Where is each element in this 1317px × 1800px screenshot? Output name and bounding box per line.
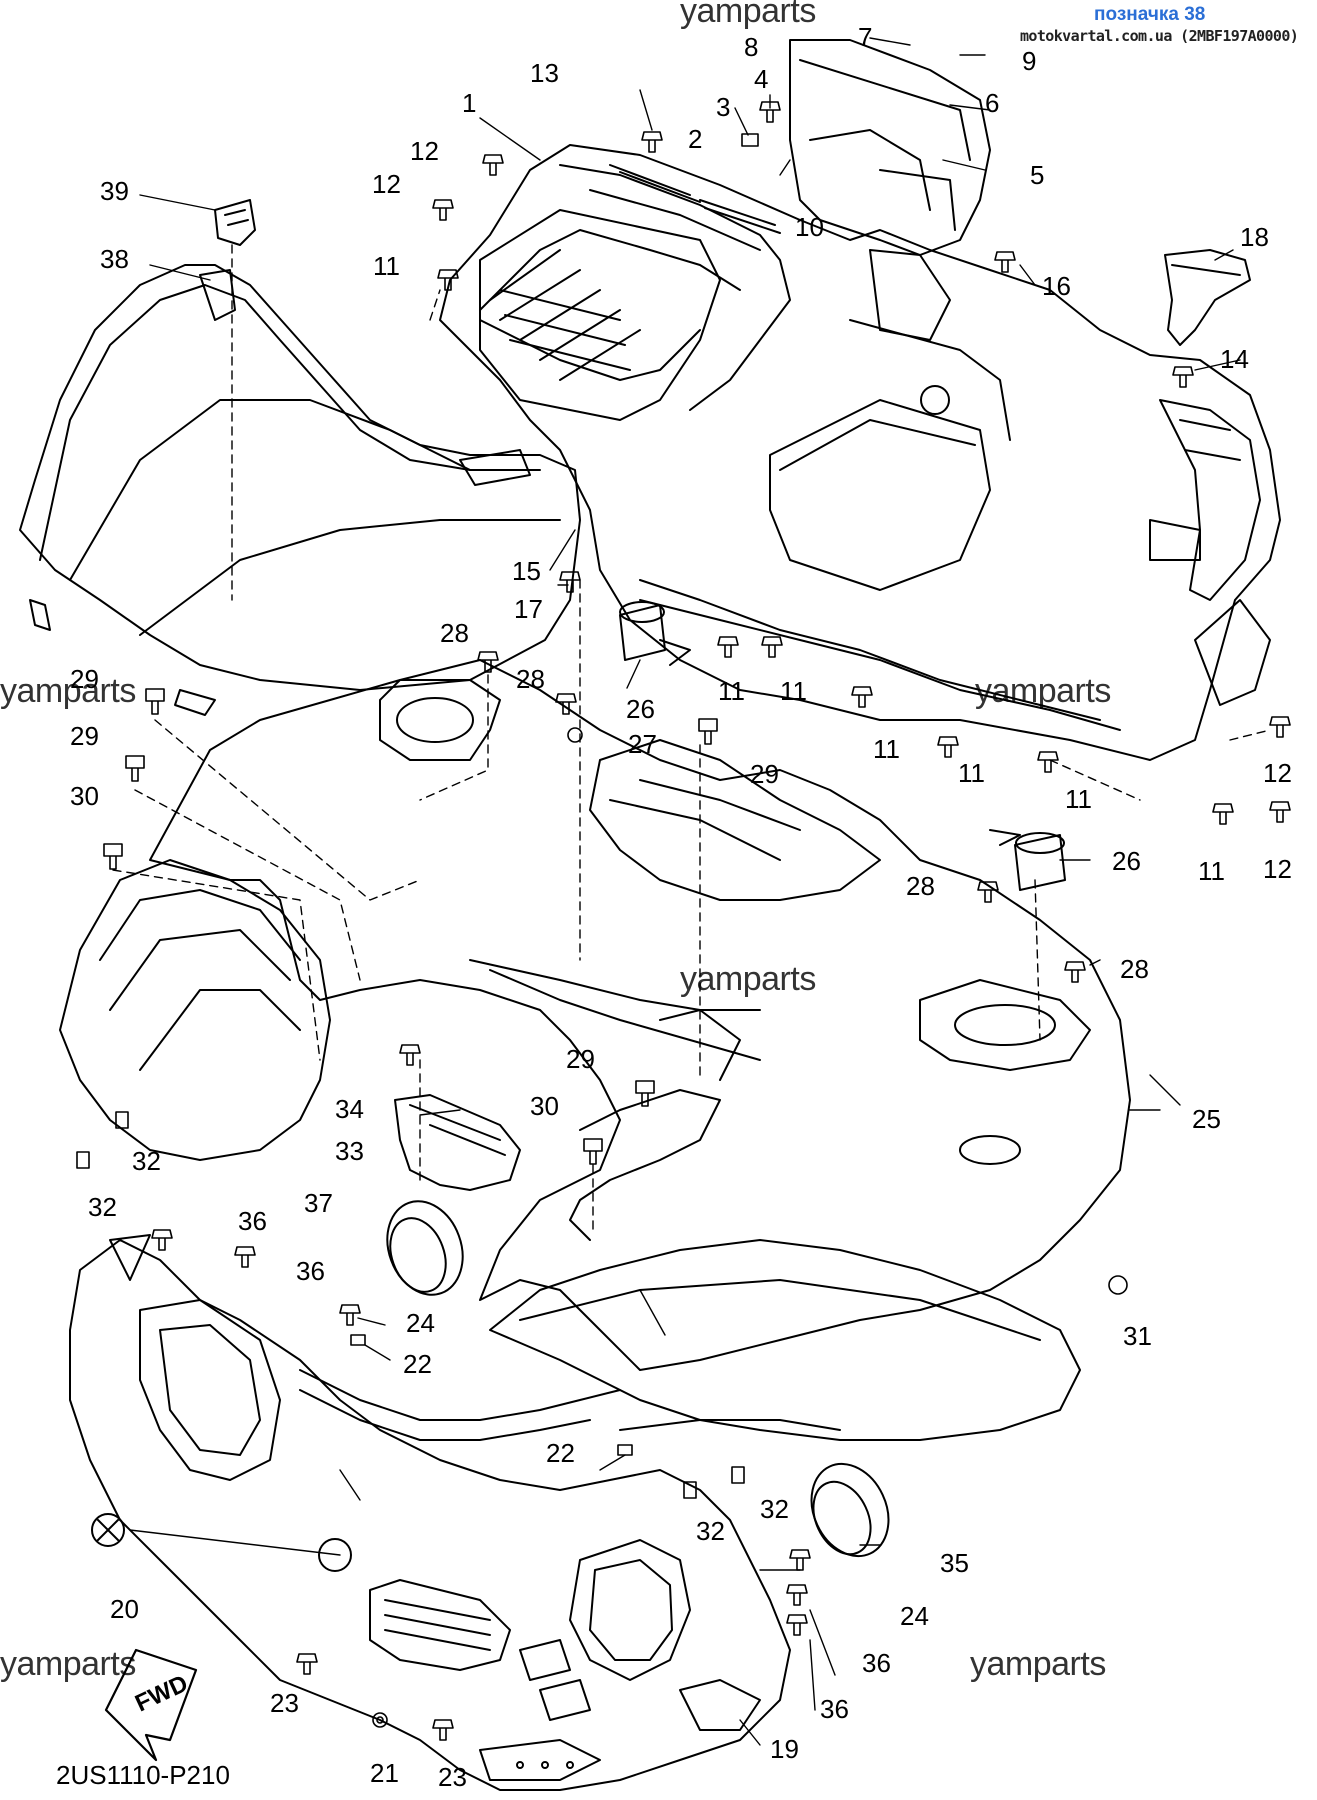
callout-36: 36	[862, 1648, 891, 1678]
cover-18	[1164, 249, 1251, 346]
leader-lines	[129, 37, 1241, 1746]
alignment-lines	[112, 244, 1271, 1236]
callout-16: 16	[1042, 271, 1071, 301]
callout-11: 11	[373, 251, 400, 281]
source-reference: motokvartal.com.ua (2MBF197A0000)	[1020, 27, 1299, 45]
callout-20: 20	[110, 1594, 139, 1624]
callout-24: 24	[900, 1601, 929, 1631]
callout-11: 11	[873, 734, 900, 764]
callout-31: 31	[1123, 1321, 1152, 1351]
callout-numbers: 1 2 3 4 5 6 7 8 9 10 11 11 11 11 11 11 1…	[70, 22, 1292, 1792]
rear-fender-panel	[439, 144, 1281, 761]
callout-9: 9	[1022, 46, 1036, 76]
callout-14: 14	[1220, 344, 1249, 374]
diagram-code: 2US1110-P210	[56, 1760, 230, 1790]
front-hood-panel	[19, 264, 581, 716]
callout-11: 11	[718, 676, 745, 706]
forward-arrow	[104, 1648, 198, 1762]
callout-1: 1	[462, 88, 476, 118]
callout-17: 17	[514, 594, 543, 624]
callout-11: 11	[1065, 784, 1092, 814]
callout-32: 32	[696, 1516, 725, 1546]
watermark: yamparts	[975, 672, 1111, 710]
callout-6: 6	[985, 88, 999, 118]
callout-12: 12	[1263, 854, 1292, 884]
fwd-label: FWD	[131, 1670, 192, 1718]
callout-33: 33	[335, 1136, 364, 1166]
watermark: yamparts	[680, 960, 816, 998]
cover-5	[789, 39, 991, 256]
callout-32: 32	[88, 1192, 117, 1222]
callout-32: 32	[132, 1146, 161, 1176]
callout-12: 12	[372, 169, 401, 199]
callout-7: 7	[858, 22, 872, 52]
callout-28: 28	[516, 664, 545, 694]
callout-37: 37	[304, 1188, 333, 1218]
callout-21: 21	[370, 1758, 399, 1788]
callout-23: 23	[270, 1688, 299, 1718]
callout-29: 29	[566, 1044, 595, 1074]
diagram-badge: позначка 38	[1094, 4, 1206, 25]
callout-39: 39	[100, 176, 129, 206]
callout-25: 25	[1192, 1104, 1221, 1134]
callout-19: 19	[770, 1734, 799, 1764]
callout-5: 5	[1030, 160, 1044, 190]
callout-10: 10	[795, 212, 824, 242]
callout-30: 30	[530, 1091, 559, 1121]
callout-22: 22	[546, 1438, 575, 1468]
watermark: yamparts	[680, 0, 816, 30]
watermark: yamparts	[0, 672, 136, 710]
front-fascia-19	[69, 1234, 791, 1791]
callout-29: 29	[750, 759, 779, 789]
callout-11: 11	[958, 758, 985, 788]
callout-3: 3	[716, 92, 730, 122]
callout-29: 29	[70, 664, 99, 694]
callout-22: 22	[403, 1349, 432, 1379]
callout-4: 4	[754, 64, 768, 94]
bracket-33	[394, 1094, 521, 1191]
callout-11: 11	[780, 676, 807, 706]
callout-11: 11	[1198, 856, 1225, 886]
callout-36: 36	[296, 1256, 325, 1286]
callout-2: 2	[688, 124, 702, 154]
watermark: yamparts	[970, 1645, 1106, 1683]
callout-26: 26	[1112, 846, 1141, 876]
callout-29: 29	[70, 721, 99, 751]
callout-36: 36	[238, 1206, 267, 1236]
callout-34: 34	[335, 1094, 364, 1124]
main-fender-25	[59, 659, 1131, 1441]
callout-35: 35	[940, 1548, 969, 1578]
callout-18: 18	[1240, 222, 1269, 252]
callout-30: 30	[70, 781, 99, 811]
clip-39	[214, 199, 256, 246]
callout-28: 28	[1120, 954, 1149, 984]
callout-8: 8	[744, 32, 758, 62]
callout-24: 24	[406, 1308, 435, 1338]
strip-2	[609, 164, 781, 234]
watermark: yamparts	[0, 1645, 136, 1683]
ring-35	[810, 1462, 890, 1558]
callout-27: 27	[628, 729, 657, 759]
callout-36: 36	[820, 1694, 849, 1724]
callout-15: 15	[512, 556, 541, 586]
callout-28: 28	[906, 871, 935, 901]
ring-26-left	[619, 601, 691, 666]
ring-26-right	[989, 829, 1066, 891]
callout-38: 38	[100, 244, 129, 274]
callout-32: 32	[760, 1494, 789, 1524]
callout-26: 26	[626, 694, 655, 724]
callout-23: 23	[438, 1762, 467, 1792]
ring-37	[386, 1200, 464, 1296]
callout-12: 12	[1263, 758, 1292, 788]
callout-28: 28	[440, 618, 469, 648]
callout-13: 13	[530, 58, 559, 88]
callout-12: 12	[410, 136, 439, 166]
